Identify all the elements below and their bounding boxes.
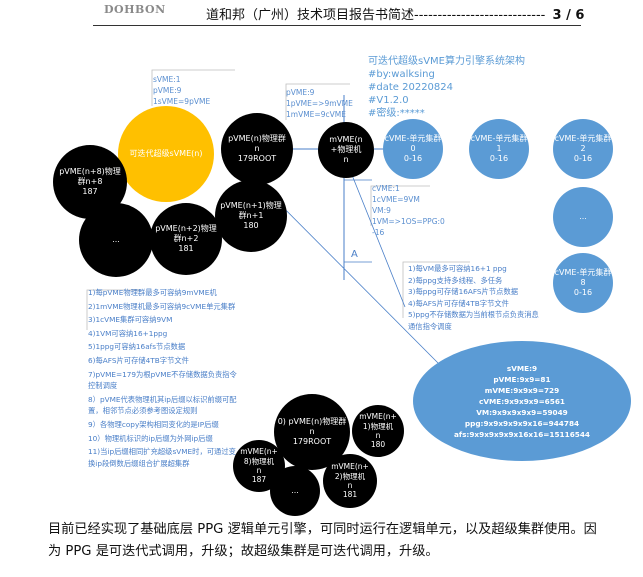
pvme-note-line: 1pVME=>9mVME [286,99,353,108]
rule-5: 5)1ppg可容纳16afs节点数据 [88,342,186,352]
diagram-meta: 可迭代超级sVME算力引擎系统架构 #by:walksing #date 202… [368,55,525,120]
ppg-note-5: 5)ppg不存储数据为当前根节点负责消息通信指令调度 [408,310,539,331]
capacity-line: ppg:9x9x9x9x9x16=944784 [464,418,580,428]
ppg-note-4: 4)每AFS片可存储4TB字节文件 [408,298,509,308]
cvme-note-line: VM:9 [372,206,391,215]
rule-7: 7)pVME=179为根pVME不存储数据负责指令控制调度 [88,369,237,391]
node-pvme-n8-label: pVME(n+8)物理 群n+8 187 [59,167,121,196]
cvme-note-line: 1VM=>1OS=PPG:0 [372,217,445,226]
node-pvme-n-label: pVME(n)物理群 n 179ROOT [228,134,286,163]
svme-note-line: pVME:9 [153,86,182,95]
capacity-line: mVME:9x9x9=729 [484,385,560,395]
bottom-node-ellipsis-label: ... [291,486,299,495]
rule-2: 2)1mVME物理机最多可容纳9cVME单元集群 [88,301,236,311]
svme-note-line: 1sVME=9pVME [153,97,211,106]
capacity-line: pVME:9x9=81 [493,374,551,384]
bottom-node-ellipsis: ... [270,466,320,516]
bottom-node-mvme1: mVME(n+ 1)物理机 n 180 [352,405,404,457]
node-ellipsis: ... [79,203,153,277]
node-cvme-0: cVME-单元集群 0 0-16 [383,119,443,179]
capacity-ellipse: sVME:9 pVME:9x9=81 mVME:9x9x9=729 cVME:9… [413,341,631,461]
cvme-note-line: cVME:1 [372,184,400,193]
capacity-line: afs:9x9x9x9x9x16x16=15116544 [453,429,591,439]
bottom-node-mvme2: mVME(n+ 2)物理机 n 181 [323,454,377,508]
section-label-a: A [351,249,358,260]
bottom-node-mvme8-label: mVME(n+ 8)物理机 n 187 [240,447,278,485]
header-title: 道和邦（广州）技术项目报告书简述------------------------… [206,4,584,23]
node-mvme-n: mVME(n +物理机 n [318,122,374,178]
node-cvme-2: cVME-单元集群 2 0-16 [553,119,613,179]
svme-note-line: sVME:1 [153,75,181,84]
cvme-note-line: 1cVME=9VM [372,195,420,204]
meta-date: #date 20220824 [368,82,454,93]
rule-11: 11)当ip后缀相同扩充超级sVME时，可通过变换ip段倒数后缀组合扩展超集群 [88,447,236,468]
node-cvme-8-label: cVME-单元集群 8 0-16 [554,268,612,297]
header-title-text: 道和邦（广州）技术项目报告书简述------------------------… [206,8,546,23]
node-svme: 可迭代超级sVME(n) [118,106,214,202]
page-number: 3 / 6 [552,8,585,23]
meta-security: #密级:***** [368,108,425,119]
header-rule [93,25,581,26]
company-logo: DOHBON [104,3,166,16]
diagram-title: 可迭代超级sVME算力引擎系统架构 [368,56,525,67]
bottom-node-pvme-label: 0) pVME(n)物理群 n 179ROOT [277,417,347,446]
ppg-note-1: 1)每VM最多可容纳16+1 ppg [408,264,507,273]
meta-author: #by:walksing [368,69,435,80]
rule-4: 4)1VM可容纳16+1ppg [88,328,168,338]
node-cvme-0-label: cVME-单元集群 0 0-16 [384,134,442,163]
ppg-note-3: 3)每ppg可存储16AFS片节点数据 [408,287,519,297]
node-mvme-n-label: mVME(n +物理机 n [329,135,363,164]
svme-note: sVME:1 pVME:9 1sVME=9pVME [153,74,210,107]
node-pvme-n1-label: pVME(n+1)物理 群n+1 180 [220,201,282,230]
capacity-line: VM:9x9x9x9x9=59049 [476,407,568,417]
rule-3: 3)1cVME集群可容纳9VM [88,315,173,325]
pvme-note-line: pVME:9 [286,88,315,97]
ppg-note-2: 2)每ppg支持多线程、多任务 [408,275,503,285]
meta-version: #V1.2.0 [368,95,409,106]
node-pvme-n1: pVME(n+1)物理 群n+1 180 [215,180,287,252]
bottom-node-mvme1-label: mVME(n+ 1)物理机 n 180 [359,412,397,450]
node-pvme-n2: pVME(n+2)物理 群n+2 181 [150,203,222,275]
body-paragraph: 目前已经实现了基础底层 PPG 逻辑单元引擎，可同时运行在逻辑单元，以及超级集群… [48,522,597,559]
pvme-rules: 1)每pVME物理群最多可容纳9mVME机 2)1mVME物理机最多可容纳9cV… [88,287,238,471]
pvme-note: pVME:9 1pVME=>9mVME 1mVME=9cVME [286,87,353,120]
capacity-line: sVME:9 [506,363,538,373]
rule-6: 6)每AFS片可存储4TB字节文件 [88,355,189,365]
node-ellipsis-label: ... [112,235,120,244]
rule-9: 9）各物理copy架构相同变化的是IP后缀 [88,419,219,429]
node-cvme-ellipsis-label: ... [579,212,587,221]
pvme-note-line: 1mVME=9cVME [286,110,346,119]
node-cvme-2-label: cVME-单元集群 2 0-16 [554,134,612,163]
node-cvme-8: cVME-单元集群 8 0-16 [553,253,613,313]
ppg-notes: 1)每VM最多可容纳16+1 ppg 2)每ppg支持多线程、多任务 3)每pp… [408,263,543,333]
rule-1: 1)每pVME物理群最多可容纳9mVME机 [88,288,217,297]
bottom-node-mvme8: mVME(n+ 8)物理机 n 187 [233,440,285,492]
capacity-line: cVME:9x9x9x9=6561 [479,396,565,406]
cvme-note-line: -16 [372,228,385,237]
bottom-node-mvme2-label: mVME(n+ 2)物理机 n 181 [331,462,369,500]
node-cvme-1: cVME-单元集群 1 0-16 [469,119,529,179]
node-pvme-n: pVME(n)物理群 n 179ROOT [221,113,293,185]
cvme-note: cVME:1 1cVME=9VM VM:9 1VM=>1OS=PPG:0 -16 [372,183,445,238]
node-svme-label: 可迭代超级sVME(n) [129,149,203,158]
node-pvme-n2-label: pVME(n+2)物理 群n+2 181 [155,224,217,253]
node-cvme-1-label: cVME-单元集群 1 0-16 [470,134,528,163]
node-cvme-ellipsis: ... [553,187,613,247]
rule-8: 8）pVME代表物理机其ip后缀以标识前缀可配置，相邻节点必须参考图设定规则 [88,394,237,416]
rule-10: 10）物理机标识的ip后缀为外网ip后缀 [88,433,213,443]
